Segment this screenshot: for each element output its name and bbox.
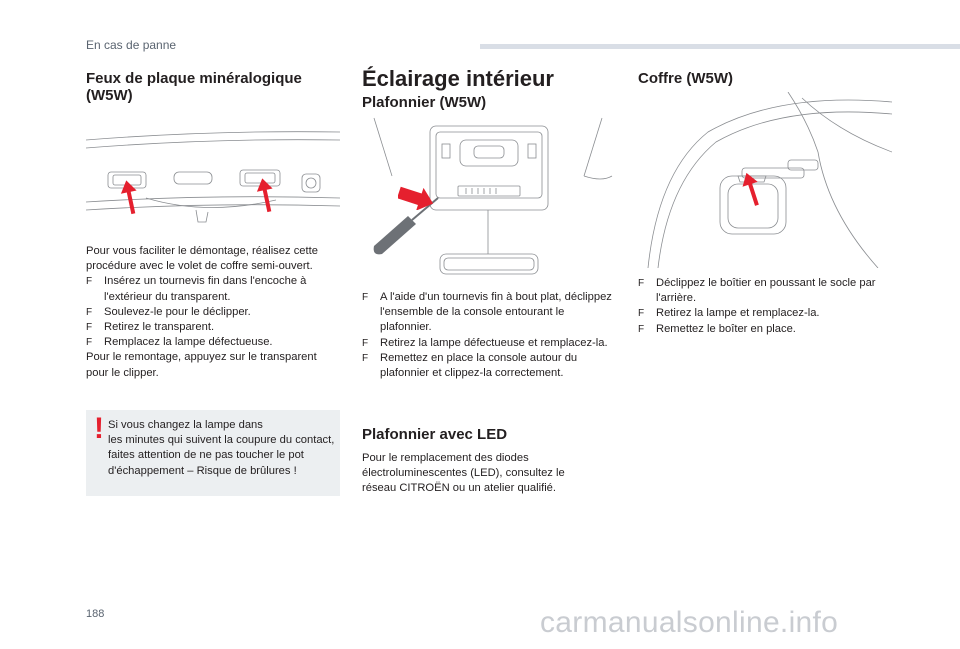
bullet-icon: F: [638, 323, 645, 335]
col1-instructions: Pour vous faciliter le démontage, réalis…: [86, 244, 342, 381]
warning-box: [86, 410, 340, 496]
bullet-icon: F: [86, 322, 93, 334]
bullet-icon: F: [362, 292, 369, 303]
watermark: carmanualsonline.info: [540, 606, 839, 639]
trunk-title: Coffre (W5W): [638, 70, 733, 87]
red-arrow-icon: [742, 172, 759, 206]
screwdriver-icon: [373, 197, 439, 255]
red-arrow-icon: [398, 186, 434, 210]
section-header: En cas de panne: [86, 38, 177, 52]
header-bar: [480, 44, 960, 49]
bullet-icon: F: [638, 278, 645, 289]
bullet-icon: F: [638, 308, 645, 320]
intro-paragraph: Pour vous faciliter le démontage, réalis…: [86, 245, 318, 273]
bullet-icon: F: [86, 276, 93, 288]
interior-lighting-title: Éclairage intérieur: [362, 66, 554, 91]
red-arrow-icon: [120, 180, 137, 215]
bullet-icon: F: [362, 352, 369, 364]
trunk-illustration: [647, 92, 892, 268]
ceiling-light-subtitle: Plafonnier (W5W): [362, 94, 487, 111]
led-ceiling-light-subtitle: Plafonnier avec LED: [362, 426, 508, 443]
bullet-icon: F: [86, 337, 93, 349]
outro-paragraph: Pour le remontage, appuyez sur le transp…: [86, 351, 317, 379]
ceiling-light-illustration: [373, 117, 613, 275]
license-plate-lights-title: Feux de plaque minéralogique (W5W): [86, 70, 302, 104]
red-arrow-icon: [256, 178, 273, 213]
bullet-icon: F: [362, 337, 369, 349]
page-number: 188: [86, 608, 105, 620]
led-paragraph: Pour le remplacement des diodes électrol…: [362, 452, 565, 495]
warning-exclamation-icon: !: [94, 412, 104, 445]
warning-text: Si vous changez la lampe dans les minute…: [108, 419, 335, 477]
bullet-icon: F: [86, 306, 93, 318]
